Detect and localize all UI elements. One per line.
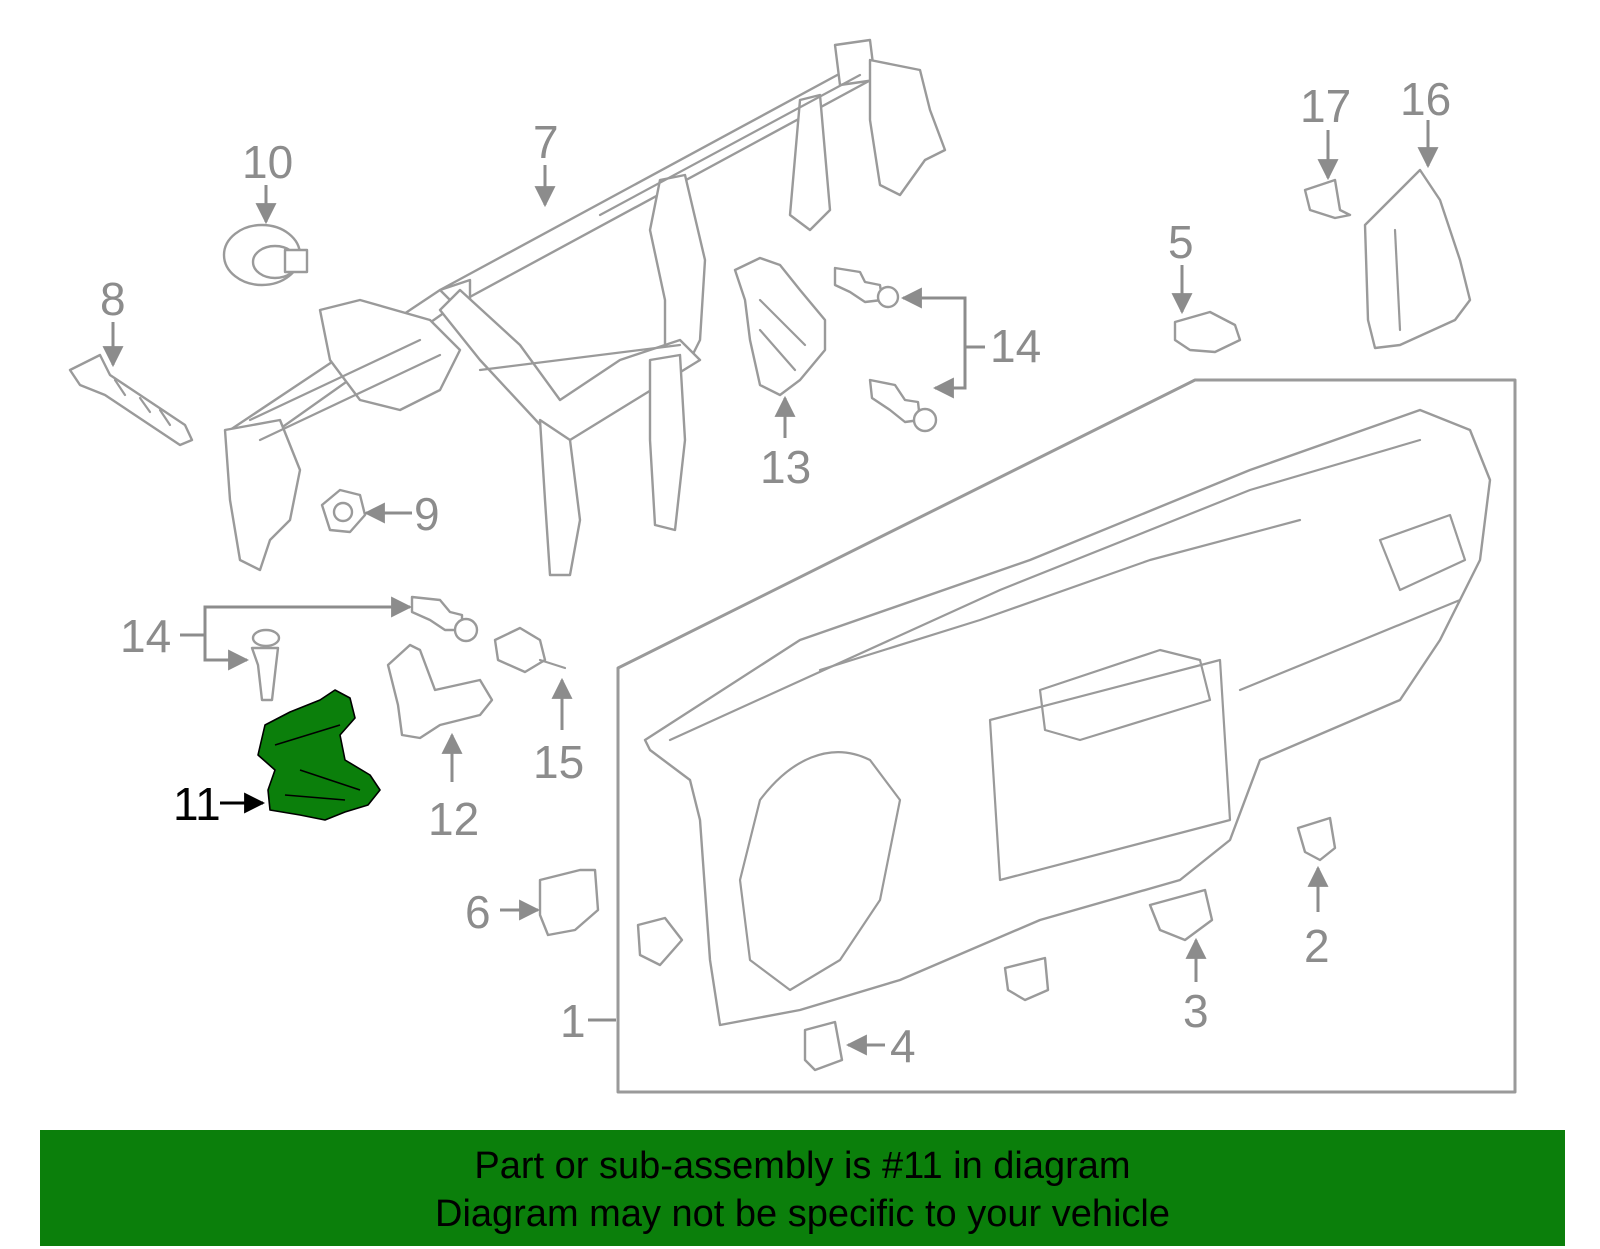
leader-lines	[102, 120, 1439, 1056]
label-part-17: 17	[1300, 80, 1351, 132]
part-number-labels: 10 7 8 9 13 14 5 17 16 14 15 11 12 6 1 2…	[100, 73, 1451, 1072]
banner-line-2: Diagram may not be specific to your vehi…	[435, 1193, 1170, 1235]
part-11-highlighted	[257, 689, 381, 821]
part-16-side-panel	[1363, 168, 1472, 350]
part-15-sensor	[493, 626, 567, 674]
part-12-duct	[386, 643, 494, 740]
label-part-1: 1	[560, 995, 586, 1047]
info-banner: Part or sub-assembly is #11 in diagram D…	[40, 1130, 1565, 1246]
part-5-clip	[1173, 310, 1242, 354]
banner-line-1: Part or sub-assembly is #11 in diagram	[474, 1145, 1131, 1187]
part-13-bracket	[733, 256, 827, 397]
label-part-5: 5	[1168, 216, 1194, 268]
part-4-clip	[803, 1020, 844, 1072]
instrument-panel-part	[616, 378, 1517, 1094]
part-9-nut	[320, 488, 367, 534]
label-part-12: 12	[428, 793, 479, 845]
part-2-clip	[1296, 816, 1337, 862]
part-3-clip	[1148, 888, 1214, 942]
label-part-13: 13	[760, 441, 811, 493]
part-14-fasteners-top	[833, 266, 938, 433]
label-part-6: 6	[465, 886, 491, 938]
label-part-16: 16	[1400, 73, 1451, 125]
part-14-fasteners-bottom	[250, 595, 479, 702]
unlabeled-clip-center	[1003, 956, 1050, 1002]
label-part-3: 3	[1183, 985, 1209, 1037]
label-part-4: 4	[890, 1020, 916, 1072]
label-part-7: 7	[533, 116, 559, 168]
cross-car-beam-part	[223, 38, 947, 577]
part-6-clip	[538, 868, 600, 937]
label-part-9: 9	[414, 488, 440, 540]
label-part-8: 8	[100, 273, 126, 325]
unlabeled-clip-left	[636, 916, 684, 967]
part-8-bolt	[68, 353, 194, 447]
label-part-10: 10	[242, 136, 293, 188]
part-10-knob	[222, 223, 309, 287]
label-part-15: 15	[533, 736, 584, 788]
part-17-clip	[1303, 178, 1352, 220]
label-part-14-lower: 14	[120, 610, 171, 662]
label-part-11: 11	[173, 778, 221, 830]
label-part-2: 2	[1304, 920, 1330, 972]
label-part-14-upper: 14	[990, 320, 1041, 372]
